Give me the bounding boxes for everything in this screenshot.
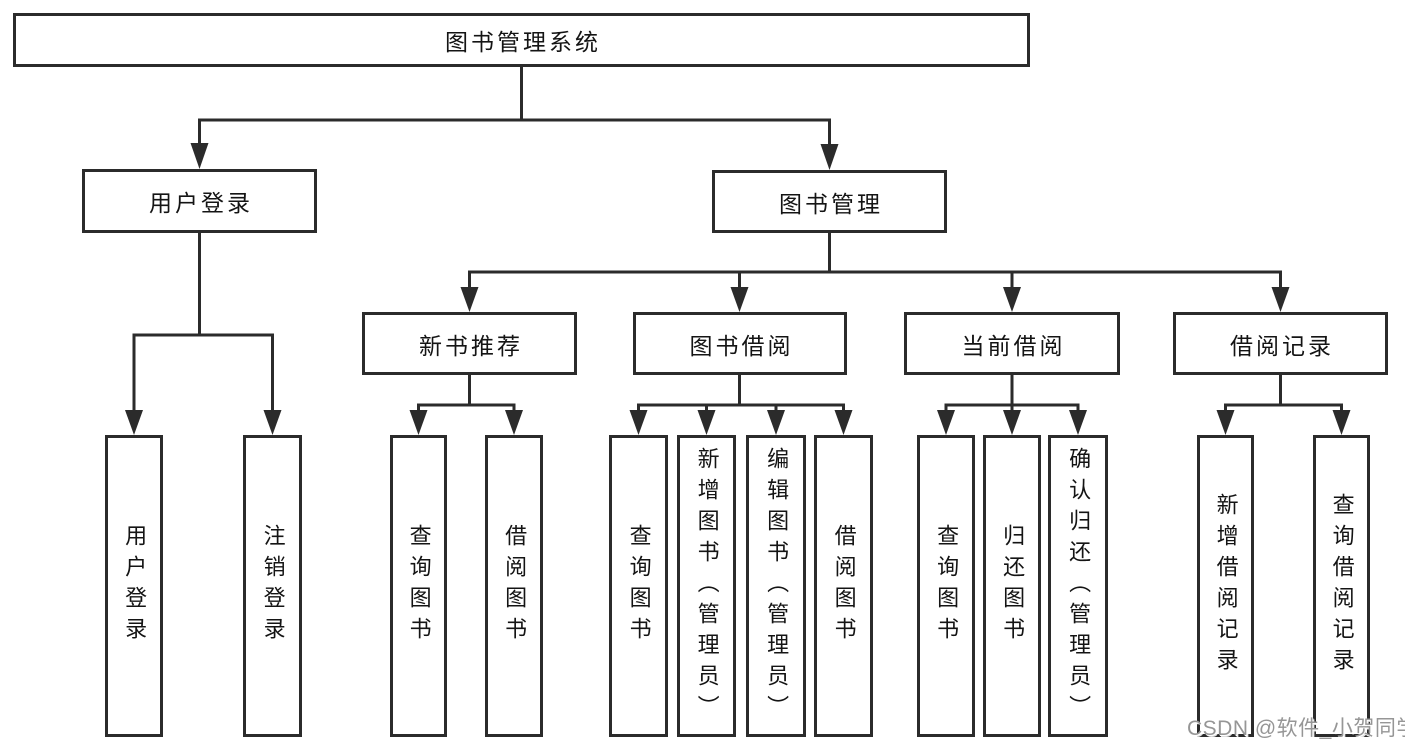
node-book-borrowing: 图书借阅 bbox=[633, 312, 847, 375]
node-book-management: 图书管理 bbox=[712, 170, 947, 233]
node-leaf-borrow-query-books: 查询图书 bbox=[609, 435, 668, 737]
node-leaf-return-books-label: 归还图书 bbox=[1000, 524, 1026, 648]
node-borrow-records: 借阅记录 bbox=[1173, 312, 1388, 375]
node-book-borrowing-label: 图书借阅 bbox=[689, 332, 794, 359]
node-user-login-label: 用户登录 bbox=[149, 190, 253, 216]
node-current-borrowing: 当前借阅 bbox=[904, 312, 1120, 375]
node-leaf-recommend-borrow-books: 借阅图书 bbox=[485, 435, 543, 737]
node-leaf-return-books: 归还图书 bbox=[983, 435, 1041, 737]
node-current-borrowing-label: 当前借阅 bbox=[961, 332, 1066, 359]
node-leaf-recommend-query-books-label: 查询图书 bbox=[406, 524, 432, 648]
node-leaf-add-books-admin: 新增图书（管理员） bbox=[677, 435, 736, 737]
node-book-management-label: 图书管理 bbox=[779, 190, 883, 217]
node-user-login: 用户登录 bbox=[82, 169, 317, 233]
node-library-system-label: 图书管理系统 bbox=[445, 29, 601, 55]
node-new-book-recommend-label: 新书推荐 bbox=[419, 332, 523, 359]
node-leaf-recommend-query-books: 查询图书 bbox=[390, 435, 447, 737]
node-leaf-borrow-query-books-label: 查询图书 bbox=[626, 524, 652, 648]
node-leaf-add-books-admin-label: 新增图书（管理员） bbox=[694, 446, 720, 726]
node-leaf-edit-books-admin-label: 编辑图书（管理员） bbox=[764, 446, 790, 726]
watermark-text: CSDN @软件_小贺同学 bbox=[1187, 717, 1405, 740]
node-leaf-edit-books-admin: 编辑图书（管理员） bbox=[746, 435, 806, 737]
node-leaf-user-login: 用户登录 bbox=[105, 435, 163, 737]
node-leaf-current-query-books: 查询图书 bbox=[917, 435, 975, 737]
node-leaf-user-login-label: 用户登录 bbox=[122, 524, 148, 648]
node-leaf-add-borrow-record-label: 新增借阅记录 bbox=[1213, 493, 1239, 679]
node-leaf-recommend-borrow-books-label: 借阅图书 bbox=[502, 524, 528, 648]
node-leaf-current-query-books-label: 查询图书 bbox=[934, 524, 960, 648]
node-new-book-recommend: 新书推荐 bbox=[362, 312, 577, 375]
node-leaf-add-borrow-record: 新增借阅记录 bbox=[1197, 435, 1254, 737]
node-leaf-borrow-books: 借阅图书 bbox=[814, 435, 873, 737]
node-borrow-records-label: 借阅记录 bbox=[1230, 332, 1334, 359]
node-leaf-borrow-books-label: 借阅图书 bbox=[831, 524, 857, 648]
node-leaf-query-borrow-record-label: 查询借阅记录 bbox=[1329, 493, 1355, 679]
node-leaf-confirm-return-admin-label: 确认归还（管理员） bbox=[1066, 446, 1092, 726]
node-leaf-confirm-return-admin: 确认归还（管理员） bbox=[1048, 435, 1108, 737]
node-library-system: 图书管理系统 bbox=[13, 13, 1030, 67]
node-leaf-logout: 注销登录 bbox=[243, 435, 302, 737]
node-leaf-logout-label: 注销登录 bbox=[260, 524, 286, 648]
node-leaf-query-borrow-record: 查询借阅记录 bbox=[1313, 435, 1370, 737]
